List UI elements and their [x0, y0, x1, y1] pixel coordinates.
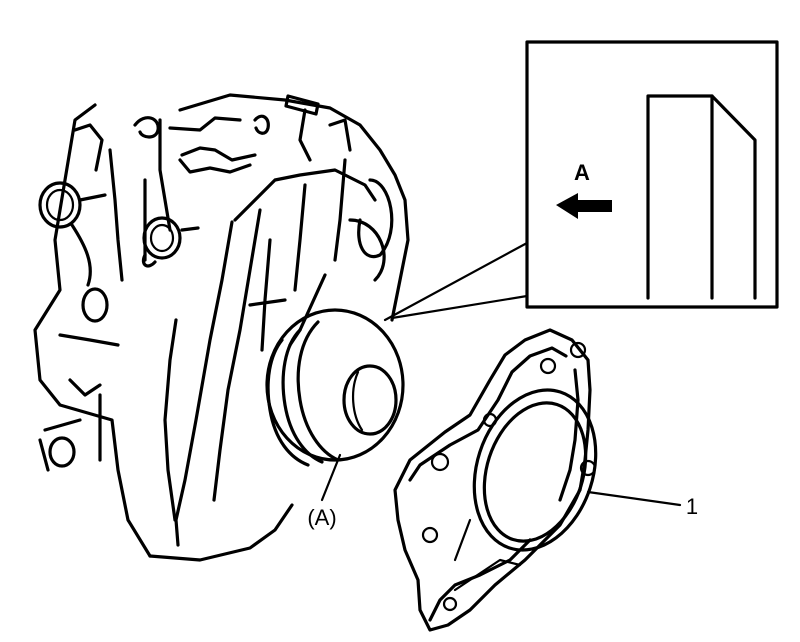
callout-label-1: 1: [686, 494, 698, 519]
view-label-a: A: [574, 160, 590, 185]
oil-seal-a: [265, 308, 405, 467]
detail-view-box: [383, 40, 779, 322]
leader-line-a: [320, 453, 342, 502]
engine-block: [33, 93, 410, 562]
leader-line-1: [586, 490, 682, 507]
callout-label-a: (A): [307, 505, 336, 530]
seal-housing-1: [393, 328, 598, 632]
view-arrow-a: [556, 193, 612, 219]
